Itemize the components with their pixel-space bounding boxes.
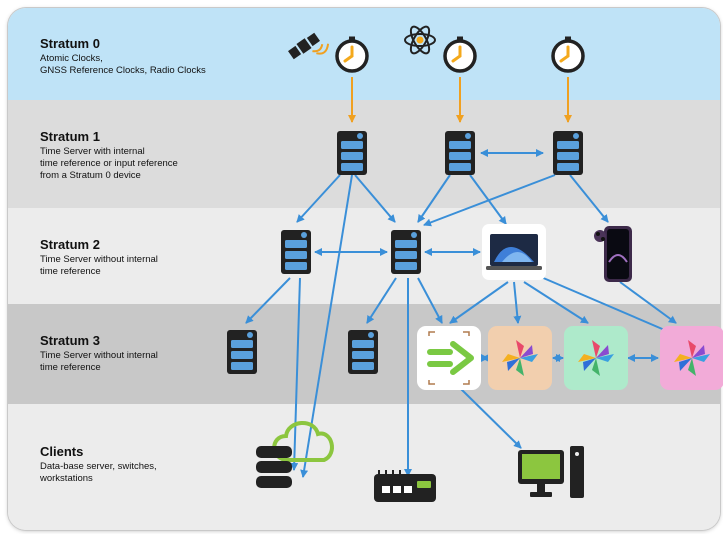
stratum-1-label: Stratum 1 Time Server with internal time…	[40, 129, 240, 182]
cloud-database-icon	[256, 421, 334, 488]
sync-arrows	[245, 149, 717, 478]
stratum-0-desc: Atomic Clocks, GNSS Reference Clocks, Ra…	[40, 53, 206, 76]
stratum-2-desc: Time Server without internal time refere…	[40, 254, 158, 277]
stratum-3-label: Stratum 3 Time Server without internal t…	[40, 333, 240, 374]
server-icon	[337, 131, 367, 175]
clock-icon	[551, 34, 585, 73]
stratum-3-title: Stratum 3	[40, 333, 100, 348]
clients-desc: Data-base server, switches, workstations	[40, 461, 157, 484]
stratum-2-title: Stratum 2	[40, 237, 100, 252]
server-icon	[391, 230, 421, 274]
clients-label: Clients Data-base server, switches, work…	[40, 444, 240, 485]
stratum-2-label: Stratum 2 Time Server without internal t…	[40, 237, 240, 278]
app-icon	[417, 326, 481, 390]
stratum-0-title: Stratum 0	[40, 36, 100, 51]
reference-arrows	[348, 77, 572, 123]
clock-icon	[335, 34, 369, 73]
app-icon	[660, 326, 723, 390]
workstation-icon	[518, 446, 584, 498]
server-icon	[281, 230, 311, 274]
clients-title: Clients	[40, 444, 84, 459]
stratum-1-title: Stratum 1	[40, 129, 100, 144]
server-icon	[348, 330, 378, 374]
server-icon	[227, 330, 257, 374]
server-icon	[553, 131, 583, 175]
network-switch-icon	[374, 470, 436, 502]
clients-band	[8, 404, 720, 530]
atom-icon	[404, 25, 436, 55]
server-icon	[445, 131, 475, 175]
clock-icon	[443, 34, 477, 73]
stratum-0-label: Stratum 0 Atomic Clocks, GNSS Reference …	[40, 36, 240, 77]
stratum-2-band	[8, 208, 720, 304]
app-icon	[564, 326, 628, 390]
phone-icon	[594, 226, 632, 282]
stratum-1-desc: Time Server with internal time reference…	[40, 146, 178, 181]
satellite-icon	[288, 32, 330, 60]
stratum-3-desc: Time Server without internal time refere…	[40, 350, 158, 373]
app-icon	[488, 326, 552, 390]
laptop-icon	[482, 224, 546, 280]
